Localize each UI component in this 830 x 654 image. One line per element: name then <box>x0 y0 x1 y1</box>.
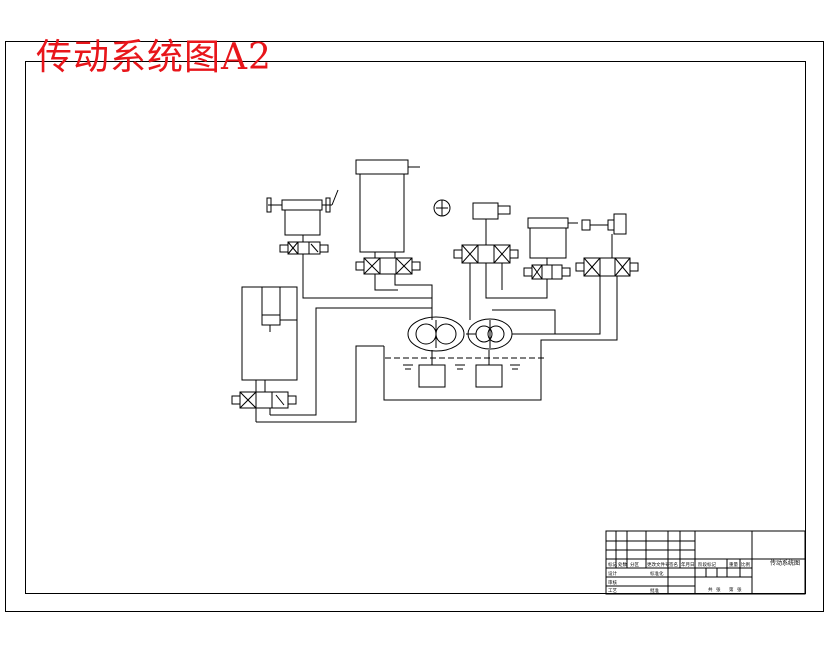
valve-right <box>575 257 639 277</box>
tb-c2: 处数 <box>618 561 627 568</box>
tb-drawing-name: 传动系统图 <box>770 559 800 567</box>
cylinder-upper-left <box>266 189 339 242</box>
tb-c8: 标准化 <box>650 570 664 577</box>
tb-c11: 批准 <box>650 587 659 594</box>
tb-c4: 更改文件号 <box>647 561 670 568</box>
cylinder-center <box>472 202 511 245</box>
valve-right-center <box>523 264 571 280</box>
valve-center-left <box>355 257 421 275</box>
pump-left <box>407 316 465 352</box>
tb-c5: 签名 <box>669 561 678 568</box>
cylinder-tall-center <box>355 159 420 258</box>
left-tank-outline <box>241 286 298 381</box>
drawing-inner-frame <box>25 61 806 594</box>
tb-c18: 张 <box>737 586 742 593</box>
tb-c7: 设计 <box>608 570 617 577</box>
tb-c6: 年月日 <box>681 561 695 568</box>
tb-c13: 重量 <box>729 561 738 568</box>
valve-upper-left <box>279 241 329 255</box>
drawing-title: 传动系统图A2 <box>36 37 272 78</box>
cylinder-right <box>581 213 627 258</box>
cylinder-tall-left <box>241 286 298 381</box>
tb-c3: 分区 <box>630 561 639 568</box>
drawing-outer-border <box>5 41 824 612</box>
tb-c16: 张 <box>716 586 721 593</box>
gauge-center <box>433 199 451 217</box>
tb-c12: 阶段标记 <box>698 561 716 568</box>
oil-tank <box>383 346 545 401</box>
tb-c9: 审核 <box>608 579 617 586</box>
tb-c14: 比例 <box>741 561 750 568</box>
tb-c17: 第 <box>729 586 734 593</box>
valve-center <box>453 244 519 264</box>
tb-c15: 共 <box>708 586 713 593</box>
title-block <box>605 530 806 595</box>
valve-left-bottom <box>231 380 297 422</box>
pipe-network <box>256 254 618 423</box>
tb-c1: 标记 <box>608 561 617 568</box>
cylinder-right-center <box>527 217 578 265</box>
tb-c10: 工艺 <box>608 588 617 594</box>
